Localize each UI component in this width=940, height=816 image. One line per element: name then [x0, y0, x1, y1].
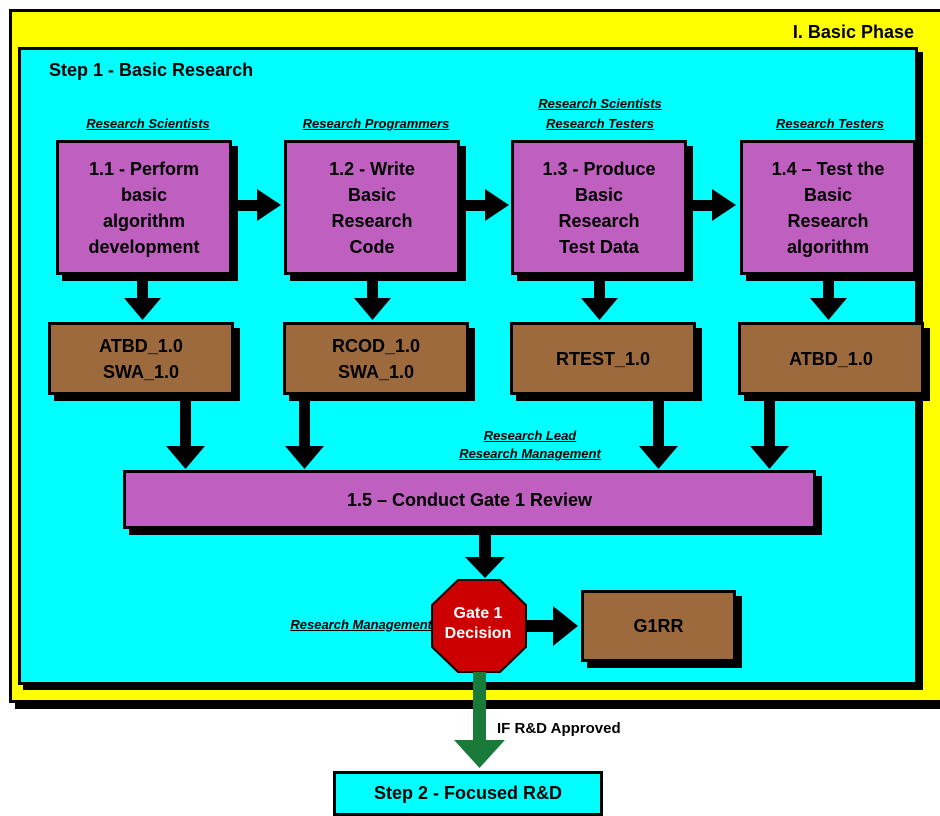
- process-1-4-box: 1.4 – Test the Basic Research algorithm: [740, 140, 916, 275]
- arrow-artifact-4-to-review: [750, 399, 789, 469]
- gate-1-decision-octagon: [431, 579, 527, 673]
- role-label-1-5b: Research Management: [459, 446, 601, 461]
- gate-1-decision-label: Gate 1 Decision: [444, 605, 512, 642]
- role-label-1-2: Research Programmers: [302, 116, 450, 131]
- process-1-1-box: 1.1 - Perform basic algorithm developmen…: [56, 140, 232, 275]
- role-label-1-4: Research Testers: [776, 116, 884, 131]
- step-title: Step 1 - Basic Research: [49, 60, 254, 80]
- arrow-review-to-gate: [465, 533, 505, 578]
- arrow-artifact-3-to-review: [639, 399, 678, 469]
- arrow-1-1-to-1-2: [235, 189, 281, 221]
- artifact-g1rr-box: G1RR: [581, 590, 736, 662]
- arrow-1-1-to-artifact: [124, 278, 161, 320]
- phase-title: I. Basic Phase: [792, 22, 914, 42]
- role-label-1-5a: Research Lead: [483, 428, 577, 443]
- process-1-3-box: 1.3 - Produce Basic Research Test Data: [511, 140, 687, 275]
- role-label-1-3a: Research Scientists: [538, 96, 662, 111]
- next-step-box: Step 2 - Focused R&D: [333, 771, 603, 816]
- process-1-2-box: 1.2 - Write Basic Research Code: [284, 140, 460, 275]
- arrow-artifact-1-to-review: [166, 399, 205, 469]
- artifact-rtest-box: RTEST_1.0: [510, 322, 696, 395]
- arrow-1-3-to-1-4: [690, 189, 736, 221]
- artifact-atbd-box: ATBD_1.0: [738, 322, 924, 395]
- transition-condition-label: IF R&D Approved: [497, 720, 621, 737]
- arrow-1-4-to-artifact: [810, 278, 847, 320]
- arrow-1-2-to-1-3: [463, 189, 509, 221]
- arrow-1-2-to-artifact: [354, 278, 391, 320]
- role-label-gate: Research Management: [290, 617, 432, 632]
- process-1-5-box: 1.5 – Conduct Gate 1 Review: [123, 470, 816, 529]
- arrow-artifact-2-to-review: [285, 399, 324, 469]
- role-label-1-3b: Research Testers: [546, 116, 654, 131]
- artifact-rcod-swa-box: RCOD_1.0 SWA_1.0: [283, 322, 469, 395]
- artifact-atbd-swa-box: ATBD_1.0 SWA_1.0: [48, 322, 234, 395]
- role-label-1-1: Research Scientists: [86, 116, 210, 131]
- arrow-gate-to-g1rr: [527, 606, 578, 646]
- arrow-1-3-to-artifact: [581, 278, 618, 320]
- arrow-gate-to-step-2: [454, 672, 505, 768]
